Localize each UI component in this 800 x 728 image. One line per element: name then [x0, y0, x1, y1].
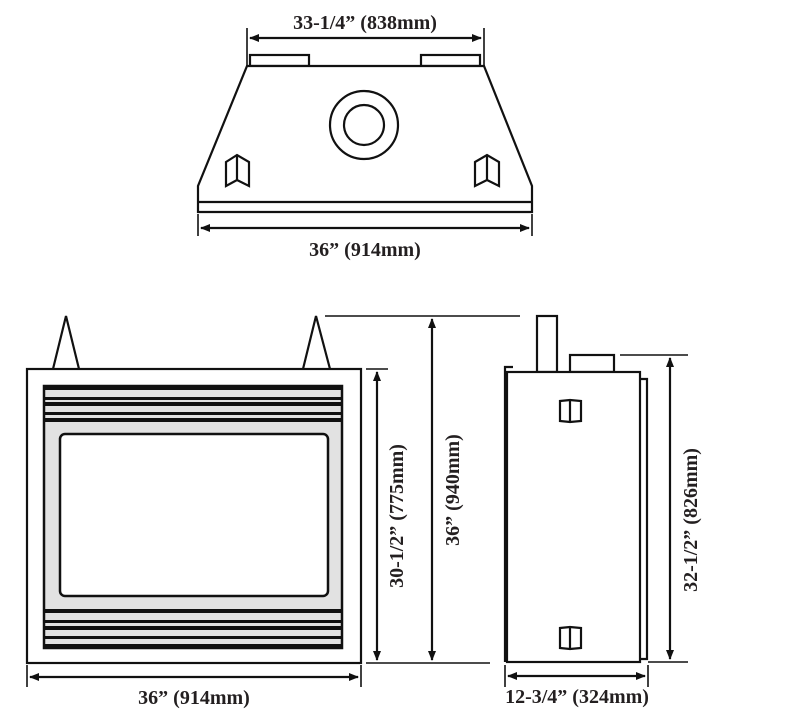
bracket-icon [224, 153, 251, 188]
front-view: 36” (914mm) 30-1/2” (775mm) 36” (940mm) [25, 315, 520, 709]
top-box [568, 353, 616, 374]
vent-outer-circle [328, 89, 400, 161]
side-depth-label: 12-3/4” (324mm) [505, 686, 649, 708]
bracket-icon [558, 625, 583, 651]
top-tab-right [419, 53, 482, 68]
front-flange [503, 365, 513, 662]
top-body [196, 64, 534, 214]
front-height-label: 30-1/2” (775mm) [386, 444, 408, 588]
standoff-left [51, 315, 81, 370]
top-louvers [45, 387, 341, 422]
side-body [505, 370, 642, 664]
vent-inner-circle [342, 103, 386, 147]
side-view: 32-1/2” (826mm) 12-3/4” (324mm) [503, 314, 702, 708]
standoff-right [301, 315, 332, 370]
rear-panel [640, 377, 649, 661]
top-tab-left [248, 53, 311, 68]
top-width-label: 33-1/4” (838mm) [293, 12, 437, 34]
bottom-width-label: 36” (914mm) [309, 239, 421, 261]
bracket-icon [558, 398, 583, 424]
bottom-louvers [45, 609, 341, 648]
overall-height-label: 36” (940mm) [442, 434, 464, 546]
side-height-label: 32-1/2” (826mm) [680, 448, 702, 592]
chimney-collar [535, 314, 559, 374]
top-view: 33-1/4” (838mm) 36” (914mm) [196, 12, 534, 261]
glass-window [58, 432, 330, 598]
front-width-label: 36” (914mm) [138, 687, 250, 709]
bracket-icon [473, 153, 501, 188]
